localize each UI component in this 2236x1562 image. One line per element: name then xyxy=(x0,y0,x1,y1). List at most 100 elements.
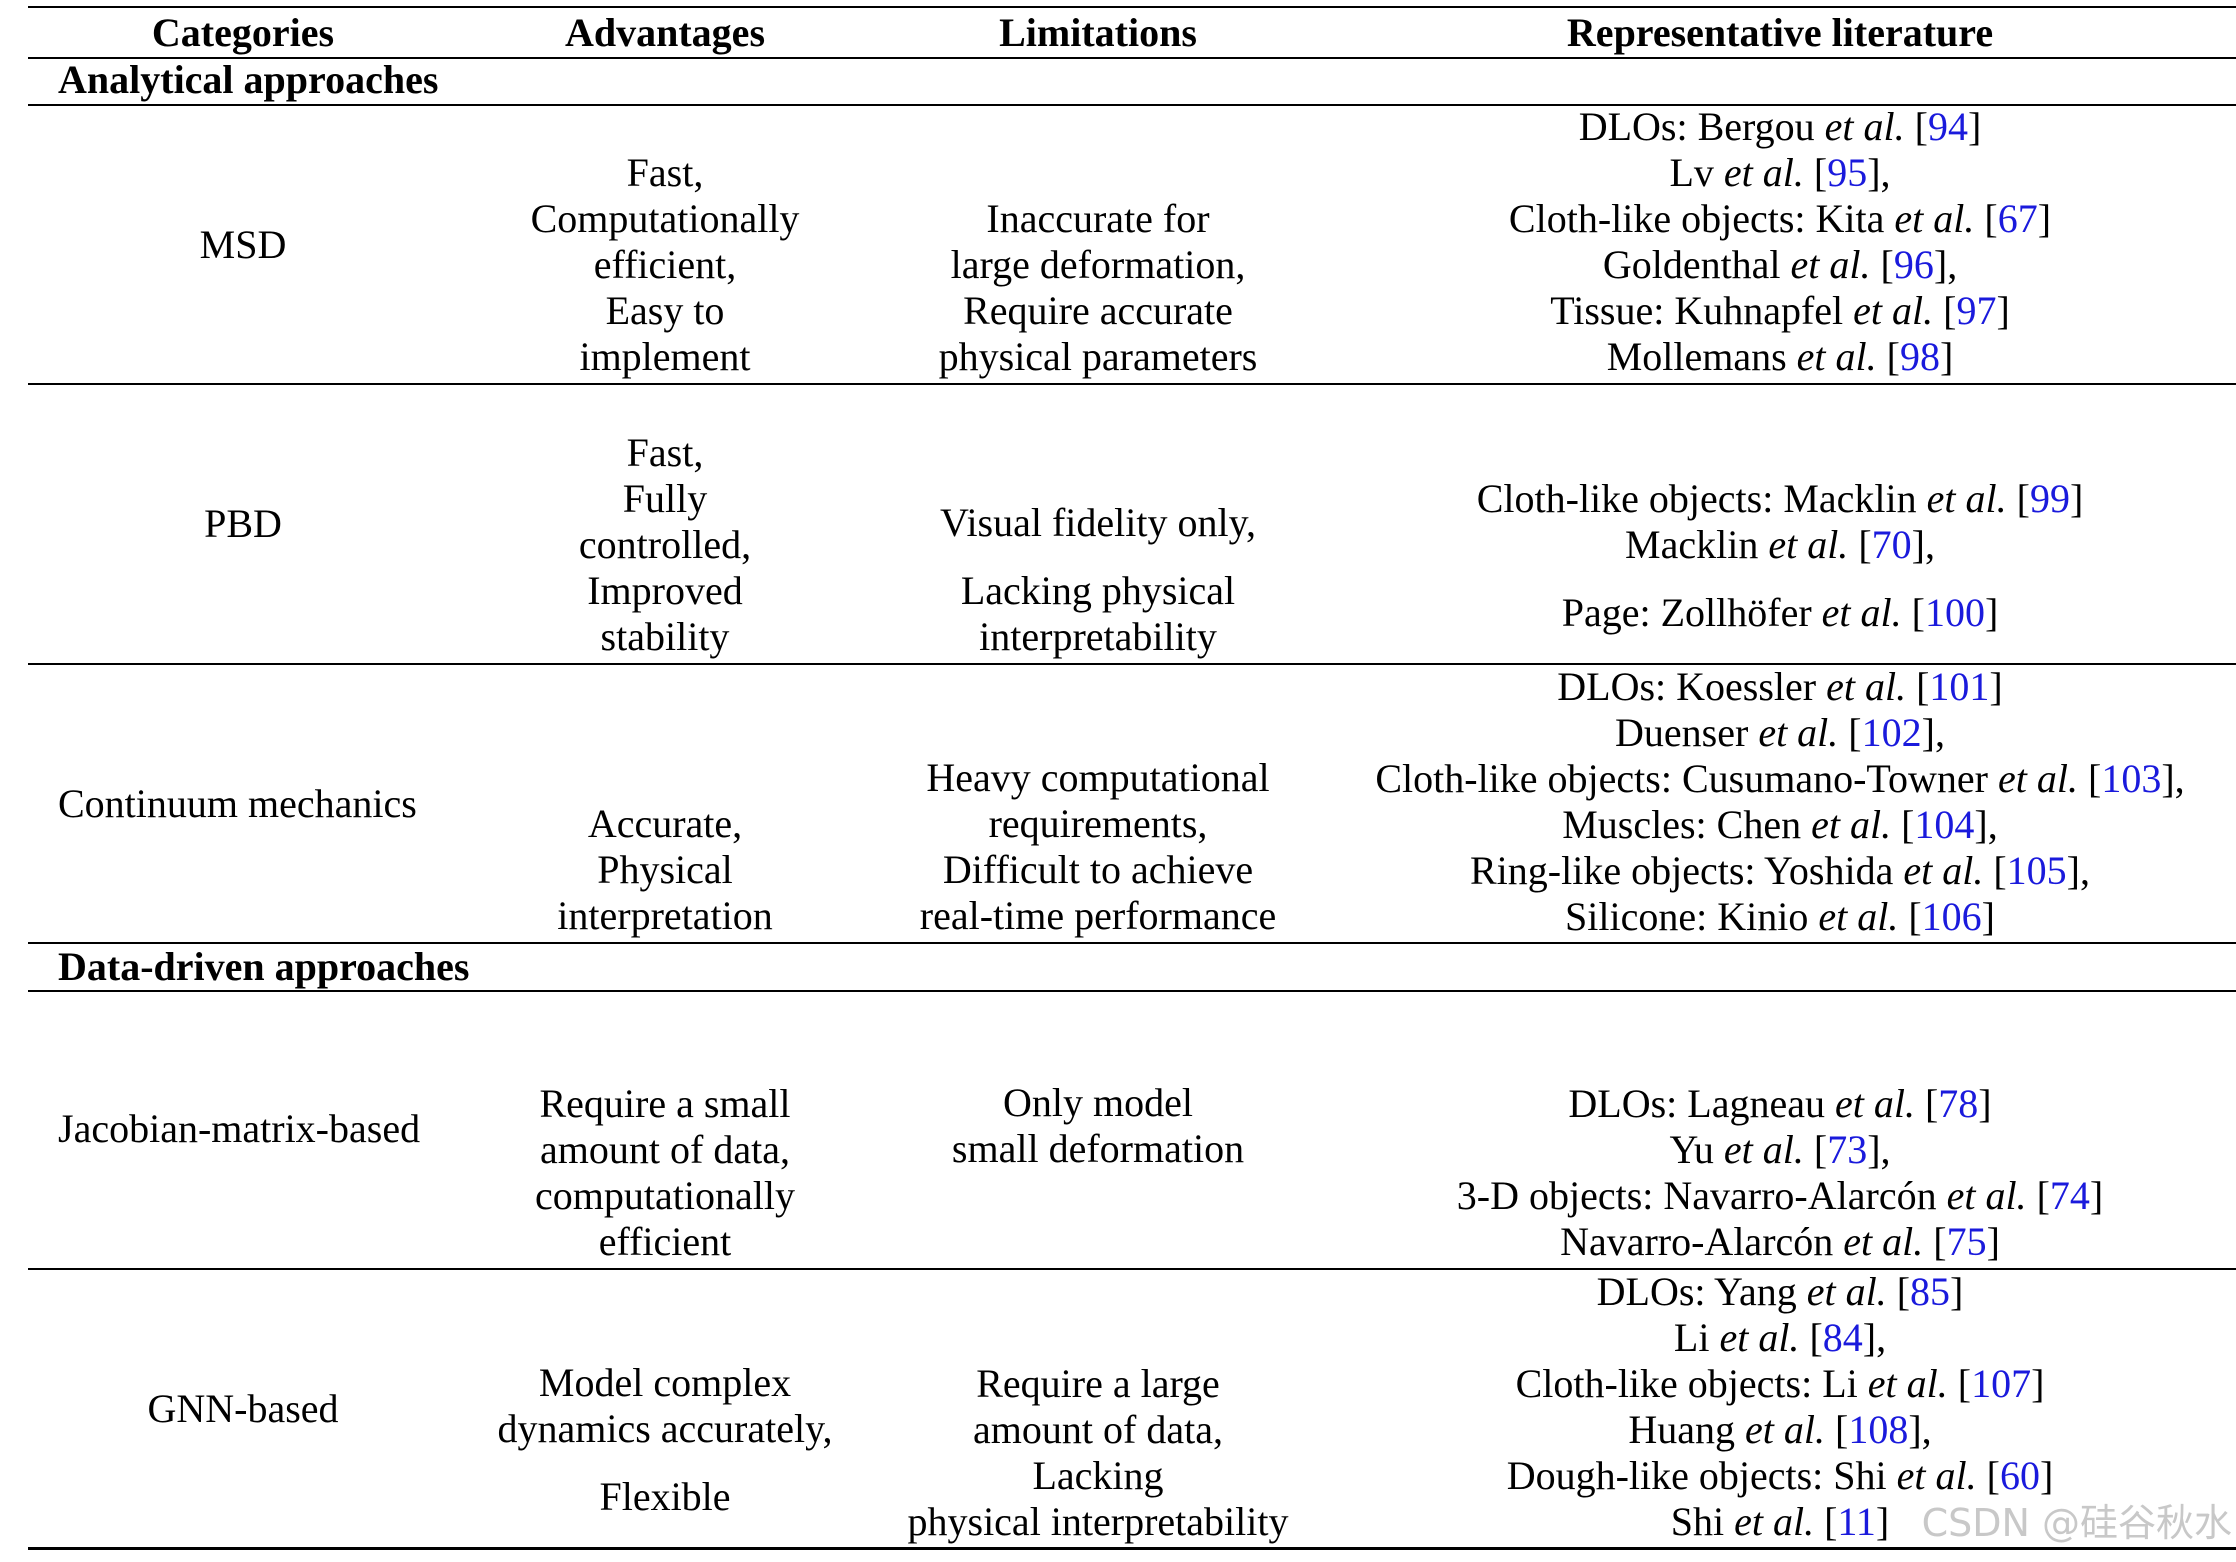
reference-entry: Silicone: Kinio et al. [106] xyxy=(1565,893,1995,939)
reference-entry: DLOs: Lagneau et al. [78] xyxy=(1568,1081,1992,1126)
citation-link[interactable]: 98 xyxy=(1899,334,1940,379)
limitation-line: Visual fidelity only, xyxy=(939,500,1257,545)
section-analytical: Analytical approaches xyxy=(58,57,439,102)
citation-link[interactable]: 101 xyxy=(1929,663,1990,709)
reference-entry: Muscles: Chen et al. [104], xyxy=(1562,801,1998,847)
reference-entry: Ring-like objects: Yoshida et al. [105], xyxy=(1470,847,2090,893)
literature-msd: DLOs: Bergou et al. [94] Lv et al. [95],… xyxy=(1324,104,2236,380)
citation-link[interactable]: 78 xyxy=(1938,1081,1979,1126)
advantage-line: Fully xyxy=(622,476,708,521)
citation-link[interactable]: 99 xyxy=(2029,476,2070,521)
reference-entry: Navarro-Alarcón et al. [75] xyxy=(1560,1219,2000,1264)
limitation-line: Inaccurate for xyxy=(986,196,1210,241)
limitation-line: Difficult to achieve xyxy=(942,847,1254,892)
citation-link[interactable]: 107 xyxy=(1971,1361,2032,1406)
limitation-line: physical parameters xyxy=(938,334,1258,379)
citation-link[interactable]: 95 xyxy=(1827,150,1868,195)
reference-entry: Goldenthal et al. [96], xyxy=(1602,242,1958,287)
reference-entry: Mollemans et al. [98] xyxy=(1606,334,1954,379)
reference-entry: Page: Zollhöfer et al. [100] xyxy=(1561,590,1999,635)
advantage-line: stability xyxy=(600,614,730,659)
category-jacobian-matrix-based: Jacobian-matrix-based xyxy=(58,1106,421,1151)
reference-entry: Tissue: Kuhnapfel et al. [97] xyxy=(1550,288,2010,333)
citation-link[interactable]: 84 xyxy=(1822,1315,1863,1360)
reference-entry: DLOs: Koessler et al. [101] xyxy=(1557,663,2003,709)
citation-link[interactable]: 60 xyxy=(1999,1453,2040,1498)
citation-link[interactable]: 75 xyxy=(1946,1219,1987,1264)
limitation-line: small deformation xyxy=(951,1126,1245,1171)
advantages-continuum: Accurate, Physical interpretation xyxy=(458,800,872,940)
advantages-gnn: Model complex dynamics accurately, Flexi… xyxy=(458,1360,872,1520)
advantage-line: Computationally xyxy=(530,196,800,241)
advantage-line: amount of data, xyxy=(540,1127,790,1172)
limitation-line: Heavy computational xyxy=(926,755,1270,800)
advantage-line: efficient, xyxy=(593,242,737,287)
advantage-line: Require a small xyxy=(539,1081,791,1126)
advantage-line: controlled, xyxy=(578,522,752,567)
advantage-line: interpretation xyxy=(557,893,773,938)
citation-link[interactable]: 67 xyxy=(1997,196,2038,241)
header-limitations: Limitations xyxy=(999,10,1197,55)
advantages-msd: Fast, Computationally efficient, Easy to… xyxy=(458,150,872,380)
citation-link[interactable]: 73 xyxy=(1827,1127,1868,1172)
limitation-line: requirements, xyxy=(988,801,1208,846)
reference-entry: Cloth-like objects: Li et al. [107] xyxy=(1515,1361,2045,1406)
reference-entry: Cloth-like objects: Kita et al. [67] xyxy=(1508,196,2052,241)
limitations-msd: Inaccurate for large deformation, Requir… xyxy=(872,196,1324,380)
limitation-line: physical interpretability xyxy=(907,1499,1289,1544)
category-gnn-based: GNN-based xyxy=(147,1385,339,1431)
literature-gnn: DLOs: Yang et al. [85] Li et al. [84], C… xyxy=(1324,1268,2236,1546)
citation-link[interactable]: 108 xyxy=(1848,1407,1909,1452)
limitation-line: Lacking xyxy=(1032,1453,1164,1498)
limitations-jacobian: Only model small deformation xyxy=(872,1080,1324,1172)
limitation-line: amount of data, xyxy=(973,1407,1223,1452)
reference-entry: DLOs: Yang et al. [85] xyxy=(1596,1269,1964,1314)
citation-link[interactable]: 70 xyxy=(1871,522,1912,567)
limitation-line: Require a large xyxy=(976,1361,1220,1406)
citation-link[interactable]: 96 xyxy=(1893,242,1934,287)
citation-link[interactable]: 97 xyxy=(1956,288,1997,333)
reference-entry: Duenser et al. [102], xyxy=(1615,709,1945,755)
section-data-driven: Data-driven approaches xyxy=(58,944,470,989)
reference-entry: Shi et al. [11] xyxy=(1670,1499,1890,1544)
category-msd: MSD xyxy=(199,222,287,267)
reference-entry: Macklin et al. [70], xyxy=(1625,522,1935,567)
citation-link[interactable]: 106 xyxy=(1921,893,1982,939)
advantage-line: Model complex xyxy=(538,1360,792,1405)
reference-entry: Li et al. [84], xyxy=(1673,1315,1887,1360)
advantage-line: dynamics accurately, xyxy=(497,1406,833,1451)
citation-link[interactable]: 85 xyxy=(1910,1269,1951,1314)
advantage-line: Accurate, xyxy=(587,801,743,846)
reference-entry: Yu et al. [73], xyxy=(1669,1127,1891,1172)
citation-link[interactable]: 103 xyxy=(2101,755,2162,801)
advantage-line: Fast, xyxy=(626,430,704,475)
advantage-line: implement xyxy=(579,334,751,379)
advantage-line: Easy to xyxy=(605,288,725,333)
top-rule xyxy=(28,6,2236,8)
row-rule xyxy=(28,1268,2236,1270)
limitations-gnn: Require a large amount of data, Lacking … xyxy=(872,1360,1324,1546)
citation-link[interactable]: 74 xyxy=(2049,1173,2090,1218)
advantages-pbd: Fast, Fully controlled, Improved stabili… xyxy=(458,430,872,660)
citation-link[interactable]: 11 xyxy=(1837,1499,1876,1544)
citation-link[interactable]: 102 xyxy=(1861,709,1922,755)
advantages-jacobian: Require a small amount of data, computat… xyxy=(458,1080,872,1266)
citation-link[interactable]: 94 xyxy=(1927,104,1968,149)
category-continuum-mechanics: Continuum mechanics xyxy=(58,781,417,826)
section-rule xyxy=(28,942,2236,944)
advantage-line: Improved xyxy=(587,568,743,613)
reference-entry: Cloth-like objects: Cusumano-Towner et a… xyxy=(1375,755,2185,801)
citation-link[interactable]: 100 xyxy=(1924,590,1985,635)
category-pbd: PBD xyxy=(204,501,282,546)
limitation-line: Require accurate xyxy=(963,288,1233,333)
limitation-line: Only model xyxy=(1003,1080,1193,1125)
citation-link[interactable]: 105 xyxy=(2006,847,2067,893)
header-rule xyxy=(28,57,2236,59)
watermark: CSDN @硅谷秋水 xyxy=(1921,1501,2232,1545)
reference-entry: Lv et al. [95], xyxy=(1669,150,1891,195)
row-rule xyxy=(28,663,2236,665)
limitations-pbd: Visual fidelity only, Lacking physical i… xyxy=(872,500,1324,660)
literature-pbd: Cloth-like objects: Macklin et al. [99] … xyxy=(1324,476,2236,636)
citation-link[interactable]: 104 xyxy=(1914,801,1975,847)
literature-jacobian: DLOs: Lagneau et al. [78] Yu et al. [73]… xyxy=(1324,1080,2236,1266)
